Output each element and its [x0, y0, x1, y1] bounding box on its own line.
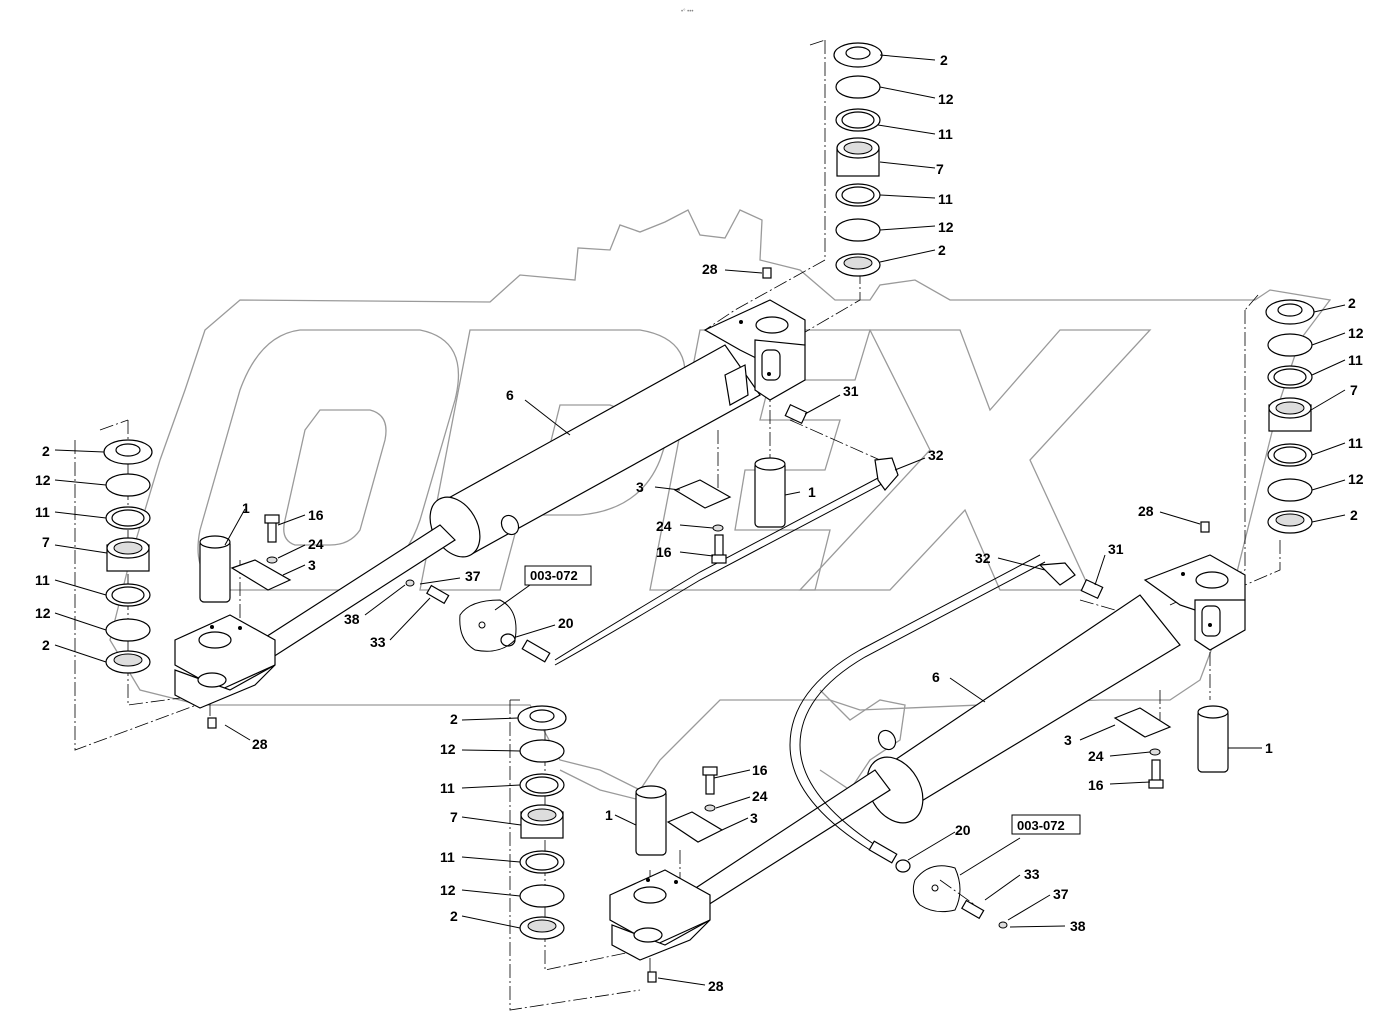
- callout: 28: [702, 261, 718, 277]
- callout: 24: [752, 788, 768, 804]
- callout: 12: [440, 741, 456, 757]
- callout: 38: [1070, 918, 1086, 934]
- callout: 16: [656, 544, 672, 560]
- spacer-ring-top: [835, 75, 881, 99]
- callout: 16: [752, 762, 768, 778]
- ring-stack-right: [1265, 299, 1315, 534]
- callout: 2: [938, 242, 946, 258]
- callout: 33: [1024, 866, 1040, 882]
- callout: 12: [1348, 471, 1364, 487]
- callout: 37: [1053, 886, 1069, 902]
- callout: 3: [308, 557, 316, 573]
- callout: 6: [932, 669, 940, 685]
- callout: 6: [506, 387, 514, 403]
- callout: 2: [450, 711, 458, 727]
- ring-stack-left: [103, 439, 153, 674]
- callout: 1: [808, 484, 816, 500]
- hydraulic-hoses: [554, 477, 1046, 851]
- callout: 7: [936, 161, 944, 177]
- callout: 12: [1348, 325, 1364, 341]
- callout: 11: [440, 780, 455, 796]
- reference-label-right: 003-072: [1017, 818, 1065, 833]
- callout: 11: [35, 504, 50, 520]
- callout: 20: [558, 615, 574, 631]
- callout: 33: [370, 634, 386, 650]
- callout: 31: [1108, 541, 1124, 557]
- callout: 24: [656, 518, 672, 534]
- callout: 2: [1350, 507, 1358, 523]
- callout: 24: [308, 536, 324, 552]
- reference-box-right[interactable]: 003-072: [1011, 814, 1081, 835]
- callout: 28: [252, 736, 268, 752]
- callout: 2: [1348, 295, 1356, 311]
- callout: 28: [708, 978, 724, 994]
- callout: 2: [450, 908, 458, 924]
- callout: 2: [42, 637, 50, 653]
- callout: 2: [940, 52, 948, 68]
- callout: 11: [938, 191, 953, 207]
- hydraulic-cylinder-upper: [174, 299, 806, 709]
- callout: 12: [35, 605, 51, 621]
- ring-stack-top: [833, 42, 883, 277]
- reference-box-left[interactable]: 003-072: [524, 565, 592, 586]
- callout: 1: [1265, 740, 1273, 756]
- center-lines: [74, 39, 1281, 1011]
- callout-labels: 2 12 11 7 11 12 2 28 6 31 32 1 3 24 16 2…: [35, 52, 1364, 994]
- callout: 37: [465, 568, 481, 584]
- callout: 38: [344, 611, 360, 627]
- callout: 31: [843, 383, 859, 399]
- callout: 24: [1088, 748, 1104, 764]
- callout: 12: [938, 91, 954, 107]
- callout: 7: [450, 809, 458, 825]
- callout: 3: [1064, 732, 1072, 748]
- callout: 12: [440, 882, 456, 898]
- callout: 7: [1350, 382, 1358, 398]
- callout: 20: [955, 822, 971, 838]
- callout: 16: [1088, 777, 1104, 793]
- callout: 12: [938, 219, 954, 235]
- callout: 28: [1138, 503, 1154, 519]
- callout: 32: [928, 447, 944, 463]
- callout: 11: [1348, 352, 1363, 368]
- callout: 11: [938, 126, 953, 142]
- callout: 11: [35, 572, 50, 588]
- callout: 2: [42, 443, 50, 459]
- hydraulic-cylinder-lower: [609, 554, 1246, 961]
- leader-lines: [54, 54, 1346, 986]
- callout: 32: [975, 550, 991, 566]
- callout: 3: [750, 810, 758, 826]
- callout: 16: [308, 507, 324, 523]
- callout: 1: [605, 807, 613, 823]
- hardware-parts: [199, 267, 1229, 983]
- callout: 7: [42, 534, 50, 550]
- callout: 11: [1348, 435, 1363, 451]
- callout: 3: [636, 479, 644, 495]
- top-mark: •° •••: [681, 9, 693, 15]
- callout: 11: [440, 849, 455, 865]
- ring-stack-bottom: [517, 705, 567, 940]
- reference-label-left: 003-072: [530, 568, 578, 583]
- callout: 1: [242, 500, 250, 516]
- callout: 12: [35, 472, 51, 488]
